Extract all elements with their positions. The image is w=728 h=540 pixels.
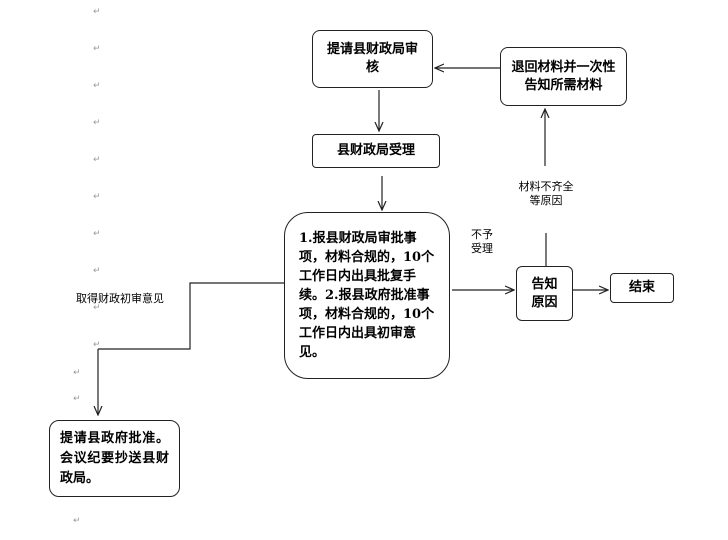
paragraph-mark: ↵ bbox=[73, 368, 81, 378]
paragraph-mark: ↵ bbox=[93, 118, 101, 128]
node-label: 结束 bbox=[628, 280, 655, 295]
node-label: 提请县财政局审核 bbox=[326, 42, 418, 75]
node-approval-items: 1.报县财政局审批事项，材料合规的，10个工作日内出具批复手续。2.报县政府批准… bbox=[284, 212, 450, 379]
paragraph-mark: ↵ bbox=[93, 7, 101, 17]
paragraph-mark: ↵ bbox=[93, 192, 101, 202]
node-submit-gov-approval: 提请县政府批准。会议纪要抄送县财政局。 bbox=[49, 420, 180, 497]
node-label: 1.报县财政局审批事项，材料合规的，10个工作日内出具批复手续。2.报县政府批准… bbox=[299, 231, 435, 360]
paragraph-mark: ↵ bbox=[73, 516, 81, 526]
paragraph-mark: ↵ bbox=[93, 44, 101, 54]
node-finance-accept: 县财政局受理 bbox=[312, 134, 440, 168]
paragraph-mark: ↵ bbox=[73, 394, 81, 404]
arrow-approval-to-gov bbox=[98, 282, 284, 350]
node-end: 结束 bbox=[610, 273, 674, 303]
paragraph-mark: ↵ bbox=[93, 155, 101, 165]
paragraph-mark: ↵ bbox=[93, 81, 101, 91]
node-label: 退回材料并一次性告知所需材料 bbox=[511, 59, 616, 93]
node-label: 告知原因 bbox=[531, 276, 558, 310]
edge-label-get-preliminary-opinion: 取得财政初审意见 bbox=[76, 292, 164, 305]
node-label: 提请县政府批准。会议纪要抄送县财政局。 bbox=[60, 430, 169, 486]
node-return-materials: 退回材料并一次性告知所需材料 bbox=[500, 47, 627, 106]
paragraph-mark: ↵ bbox=[93, 229, 101, 239]
edge-label-incomplete-materials: 材料不齐全等原因 bbox=[518, 180, 574, 208]
node-label: 县财政局受理 bbox=[336, 143, 415, 158]
node-notify-reason: 告知原因 bbox=[516, 266, 573, 321]
node-submit-finance-review: 提请县财政局审核 bbox=[312, 30, 433, 88]
paragraph-mark: ↵ bbox=[93, 340, 101, 350]
paragraph-mark: ↵ bbox=[93, 266, 101, 276]
paragraph-mark: ↵ bbox=[93, 303, 101, 313]
edge-label-not-accepted: 不予受理 bbox=[471, 228, 493, 255]
